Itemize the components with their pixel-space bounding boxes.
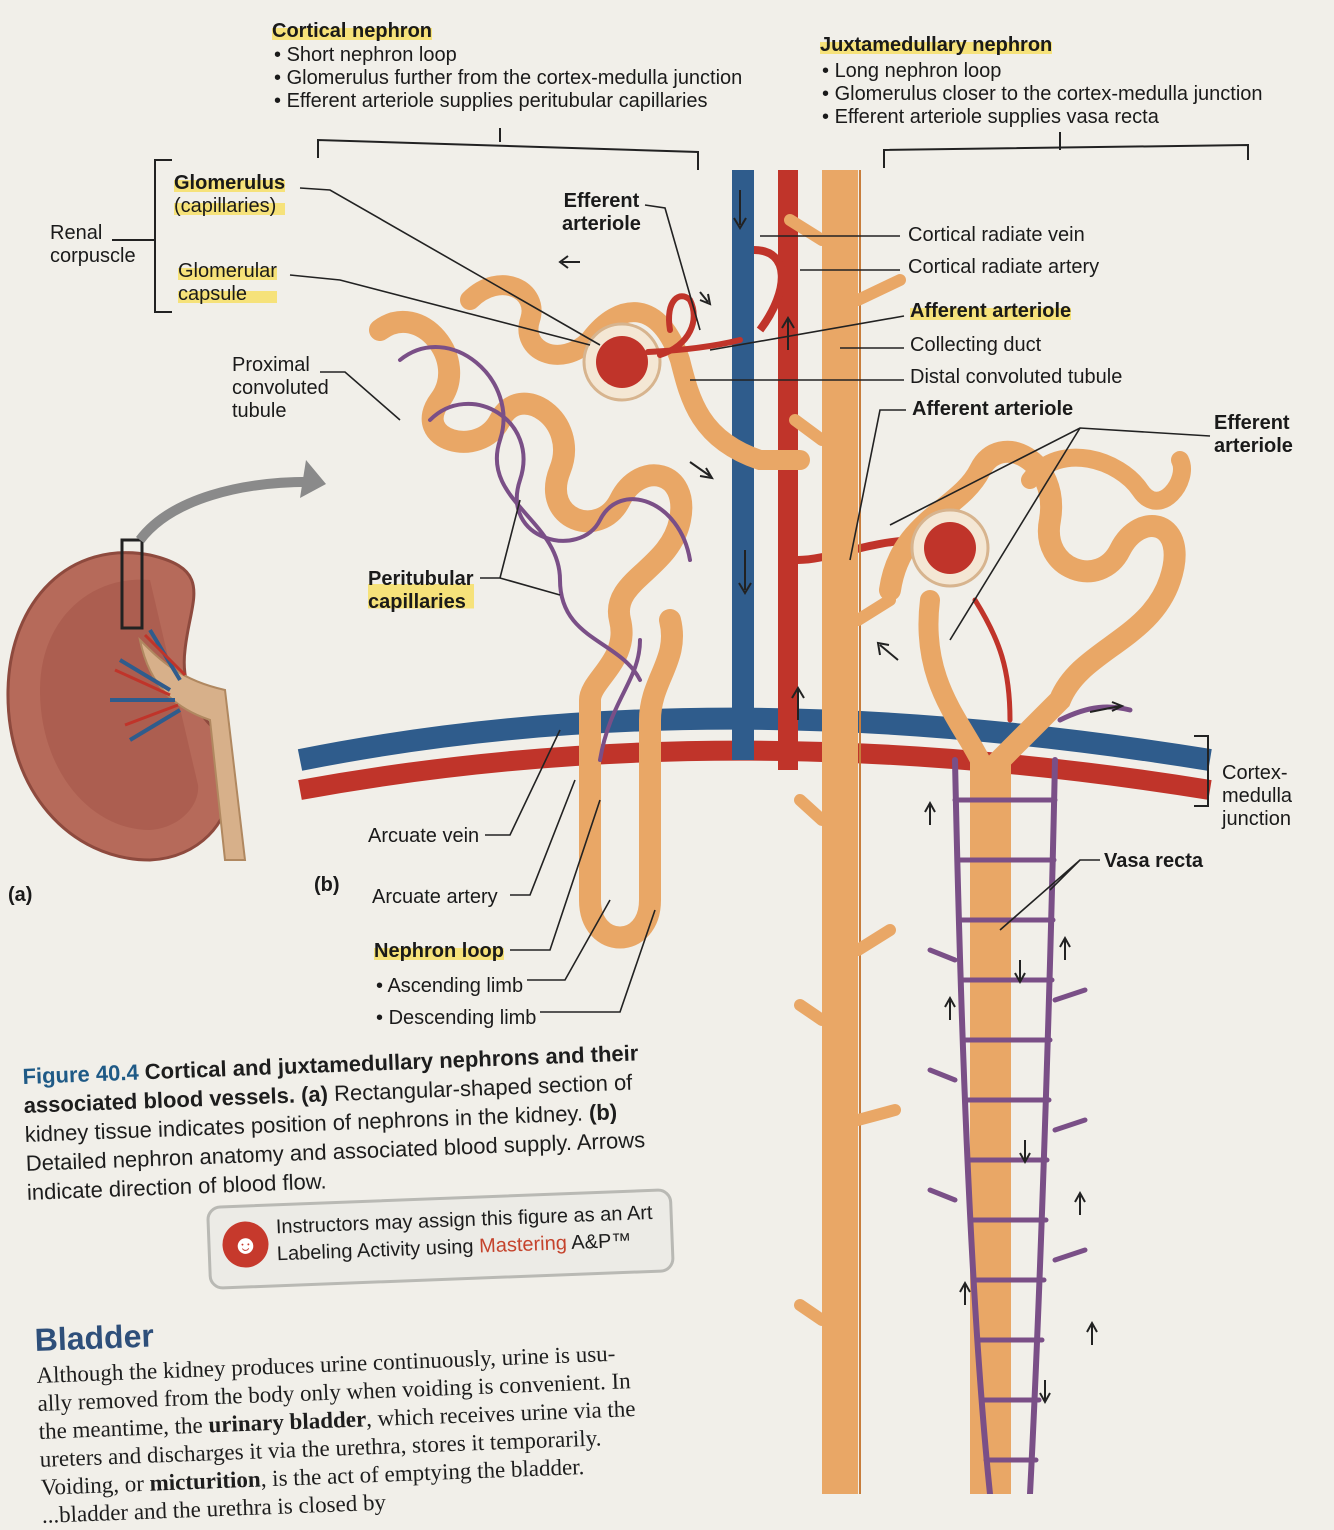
nephron-loop-limbs: Ascending limb Descending limb: [376, 970, 536, 1034]
body-text: Voiding, or: [40, 1471, 150, 1500]
caption-a-marker: (a): [301, 1081, 329, 1107]
caption-b-marker: (b): [589, 1099, 618, 1125]
afferent-arteriole-label-2: Afferent arteriole: [912, 398, 1073, 421]
mastering-callout: ☻ Instructors may assign this figure as …: [206, 1188, 675, 1290]
cortical-nephron-title: Cortical nephron: [272, 20, 432, 43]
arcuate-artery-label: Arcuate artery: [372, 886, 498, 909]
mastering-brand: Mastering: [479, 1232, 568, 1257]
pct-label: Proximal convoluted tubule: [232, 354, 329, 423]
nephron-loop-label: Nephron loop: [374, 940, 504, 963]
cortex-medulla-label: Cortex- medulla junction: [1222, 762, 1292, 831]
panel-a-marker: (a): [8, 884, 32, 907]
label-line: medulla: [1222, 785, 1292, 808]
dct-label: Distal convoluted tubule: [910, 366, 1122, 389]
cortical-radiate-artery-label: Cortical radiate artery: [908, 256, 1099, 279]
mastering-suffix: A&P™: [566, 1230, 631, 1254]
label-line: Renal: [50, 222, 136, 245]
glomerulus-title: Glomerulus: [174, 172, 285, 195]
juxta-bullet: Efferent arteriole supplies vasa recta: [822, 106, 1263, 129]
cortical-nephron-bullets: Short nephron loop Glomerulus further fr…: [274, 44, 742, 113]
glomerular-capsule-label: Glomerular capsule: [178, 260, 277, 306]
afferent-arteriole-label-1: Afferent arteriole: [910, 300, 1071, 323]
cortical-radiate-vein-label: Cortical radiate vein: [908, 224, 1085, 247]
vasa-recta-label: Vasa recta: [1104, 850, 1203, 873]
cortical-bullet: Short nephron loop: [274, 44, 742, 67]
label-line: arteriole: [1214, 435, 1293, 458]
label-line: capillaries: [368, 591, 474, 614]
descending-limb-label: Descending limb: [376, 1002, 536, 1034]
body-term: urinary bladder: [208, 1406, 367, 1437]
collecting-duct-label: Collecting duct: [910, 334, 1041, 357]
glomerulus-sub: (capillaries): [174, 195, 285, 218]
section-heading: Bladder: [34, 1317, 154, 1359]
cortical-bullet: Glomerulus further from the cortex-medul…: [274, 67, 742, 90]
label-line: Cortex-: [1222, 762, 1292, 785]
instructor-icon: ☻: [222, 1221, 270, 1269]
label-line: Efferent: [1214, 412, 1293, 435]
body-term: micturition: [149, 1466, 261, 1495]
arcuate-vein-label: Arcuate vein: [368, 825, 479, 848]
panel-b-marker: (b): [314, 874, 340, 897]
body-text: the meantime, the: [38, 1412, 209, 1444]
mastering-text: Instructors may assign this figure as an…: [275, 1200, 654, 1268]
efferent-arteriole-label-1: Efferent arteriole: [562, 190, 641, 236]
juxta-bullet: Glomerulus closer to the cortex-medulla …: [822, 83, 1263, 106]
figure-caption: Figure 40.4 Cortical and juxtamedullary …: [22, 1037, 667, 1206]
peritubular-capillaries-label: Peritubular capillaries: [368, 568, 474, 614]
section-body: Although the kidney produces urine conti…: [36, 1337, 702, 1530]
label-line: Proximal: [232, 354, 329, 377]
label-line: Glomerular: [178, 260, 277, 283]
label-line: corpuscle: [50, 245, 136, 268]
juxta-bullet: Long nephron loop: [822, 60, 1263, 83]
label-line: convoluted: [232, 377, 329, 400]
juxtamedullary-nephron-title: Juxtamedullary nephron: [820, 34, 1052, 57]
mastering-prefix: Labeling Activity using: [276, 1236, 479, 1266]
cortical-bullet: Efferent arteriole supplies peritubular …: [274, 90, 742, 113]
label-line: junction: [1222, 808, 1292, 831]
label-line: arteriole: [562, 213, 641, 236]
efferent-arteriole-label-2: Efferent arteriole: [1214, 412, 1293, 458]
label-line: capsule: [178, 283, 277, 306]
label-line: Peritubular: [368, 568, 474, 591]
renal-corpuscle-label: Renal corpuscle: [50, 222, 136, 268]
juxtamedullary-nephron-bullets: Long nephron loop Glomerulus closer to t…: [822, 60, 1263, 129]
ascending-limb-label: Ascending limb: [376, 970, 536, 1002]
figure-number: Figure 40.4: [22, 1060, 139, 1089]
label-line: tubule: [232, 400, 329, 423]
label-line: Efferent: [562, 190, 641, 213]
glomerulus-label: Glomerulus (capillaries): [174, 172, 285, 218]
